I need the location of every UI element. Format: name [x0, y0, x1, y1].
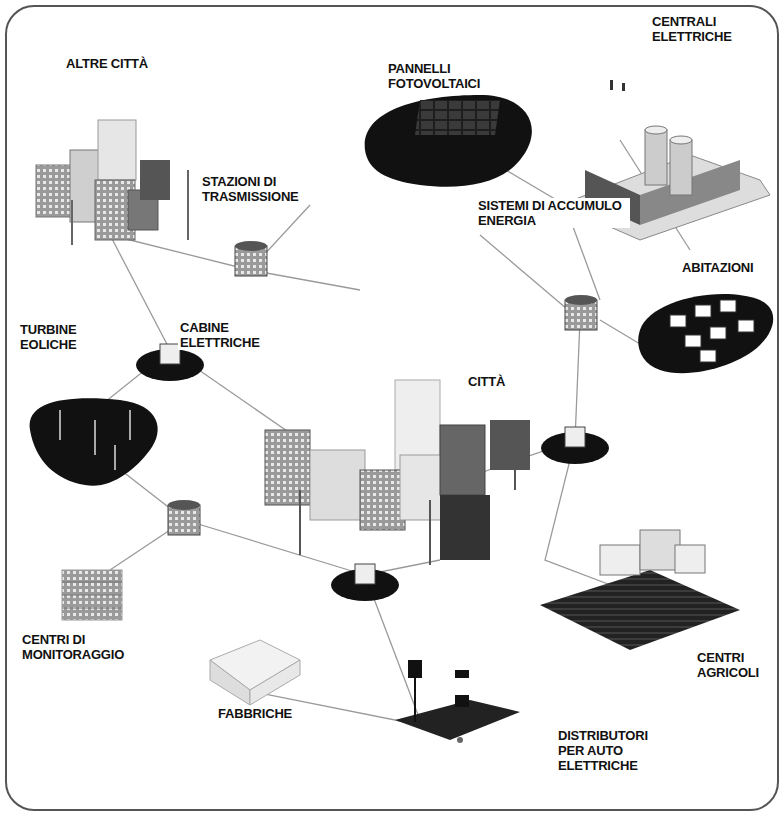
monitoring-center: [62, 570, 122, 620]
electrical-cabins: [136, 344, 609, 601]
other-cities: [36, 120, 188, 245]
grid-lines: [95, 140, 690, 725]
area-label: DISTRIBUTORI PER AUTO ELETTRICHE: [556, 728, 670, 773]
area-label: CENTRI AGRICOLI: [695, 650, 774, 680]
transmission-station: [168, 241, 597, 535]
farm: [540, 530, 740, 650]
area-label: FABBRICHE: [216, 706, 320, 721]
solar-panels: [365, 95, 532, 187]
city: [265, 380, 530, 565]
area-label: CENTRI DI MONITORAGGIO: [20, 632, 144, 662]
area-label: TURBINE EOLICHE: [18, 322, 102, 352]
area-label: CITTÀ: [466, 374, 530, 389]
area-label: ABITAZIONI: [680, 260, 774, 275]
wind-turbines: [30, 398, 158, 485]
area-label: SISTEMI DI ACCUMULO ENERGIA: [476, 198, 630, 228]
houses: [638, 294, 773, 373]
area-label: PANNELLI FOTOVOLTAICI: [386, 61, 500, 91]
area-label: ALTRE CITTÀ: [64, 56, 178, 71]
area-label: STAZIONI DI TRASMISSIONE: [200, 174, 324, 204]
factory: [210, 640, 300, 705]
area-label: CABINE ELETTRICHE: [178, 320, 272, 350]
ev-chargers: [395, 660, 520, 743]
area-label: CENTRALI ELETTRICHE: [650, 14, 754, 44]
